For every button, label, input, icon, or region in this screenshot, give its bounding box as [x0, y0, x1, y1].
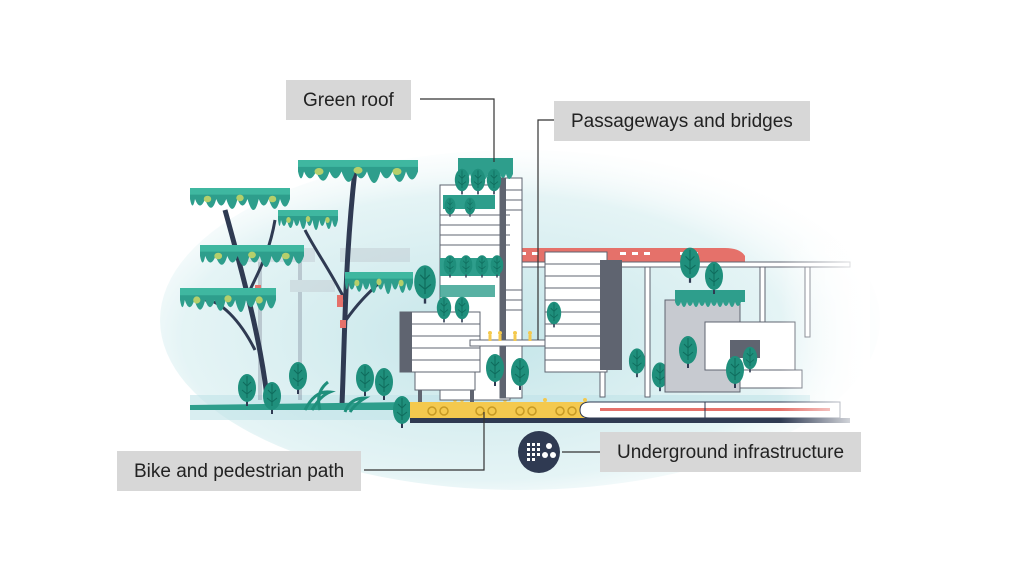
leader-lines — [364, 98, 600, 471]
understory-plants — [190, 361, 412, 429]
leader-passageways — [537, 119, 554, 340]
leader-bike-path — [364, 412, 485, 471]
bike-pedestrian-path — [410, 398, 850, 423]
label-green-roof: Green roof — [286, 80, 411, 120]
terraced-building-left — [399, 296, 481, 402]
rainforest-trees — [180, 160, 418, 406]
label-passageways-and-bridges: Passageways and bridges — [554, 101, 810, 141]
stacked-building-middle — [544, 251, 669, 392]
label-bike-and-pedestrian-path: Bike and pedestrian path — [117, 451, 362, 491]
label-underground-infrastructure: Underground infrastructure — [600, 432, 862, 472]
fade-overlay — [780, 240, 870, 430]
underground-train — [579, 401, 841, 419]
underground-infrastructure-icon — [518, 431, 560, 473]
leader-green-roof — [420, 98, 495, 162]
